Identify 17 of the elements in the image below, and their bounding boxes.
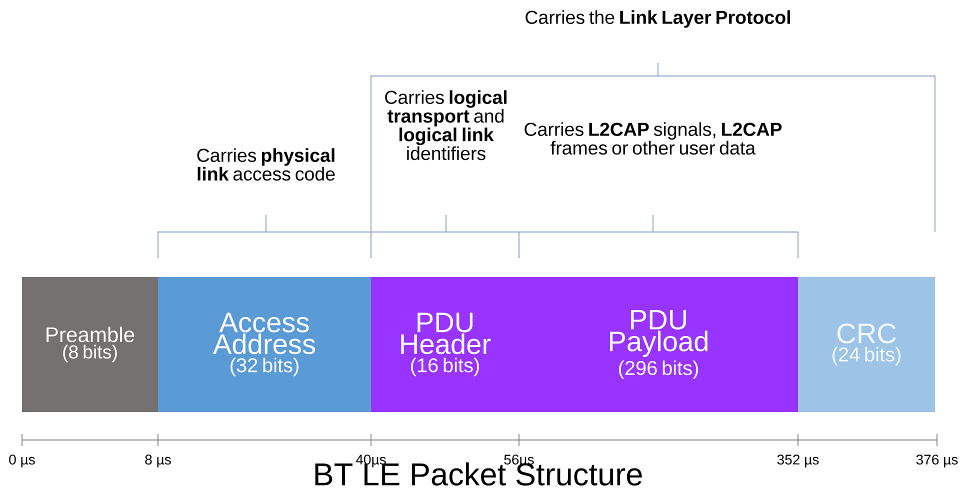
tick-label: 0 µs	[9, 454, 35, 468]
packet-field: PDU Payload (296 bits)	[519, 277, 798, 412]
node-label: (16 bits)	[411, 358, 479, 376]
annotation: Carries the Link Layer Protocol	[526, 10, 790, 28]
node-label: (296 bits)	[619, 360, 698, 380]
packet-field: Preamble (8 bits)	[22, 277, 158, 412]
node-label: PDU Payload	[610, 310, 708, 357]
packet-field: PDU Header (16 bits)	[371, 277, 519, 412]
annotation: Carries physical link access code	[197, 148, 335, 181]
tick-label: 8 µs	[145, 454, 171, 468]
tick-label: 352 µs	[777, 454, 819, 468]
packet-field: CRC (24 bits)	[798, 277, 935, 412]
annotation: Carries L2CAP signals, L2CAP frames or other user data	[524, 122, 782, 155]
packet-field: Access Address (32 bits)	[158, 277, 371, 412]
node-label: PDU Header	[401, 312, 491, 354]
tick-label: 376 µs	[916, 454, 958, 468]
annotation: Carries logical transport and logical link identifiers	[385, 90, 507, 160]
